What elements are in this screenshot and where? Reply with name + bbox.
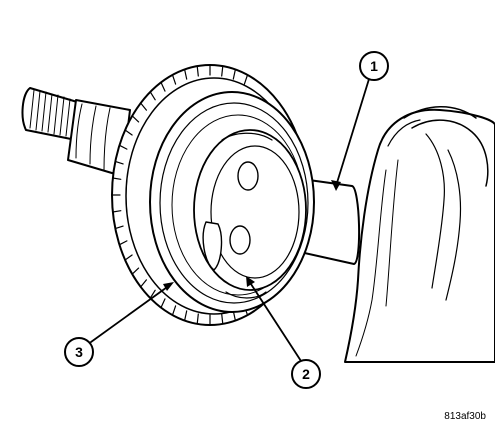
tone-ring-tooth [221,313,224,325]
tone-ring-tooth [149,289,156,299]
cv-ball [237,161,259,191]
tone-ring-tooth [131,115,140,123]
callout-1: 1 [359,51,389,81]
tone-ring-tooth [160,81,166,92]
callout-3-label: 3 [75,344,83,360]
tone-ring-tooth [112,210,122,213]
cv-ball [229,225,251,255]
tone-ring-tooth [232,68,236,80]
callout-1-label: 1 [370,58,378,74]
tone-ring-tooth [160,298,166,309]
tone-ring-tooth [118,144,128,150]
tone-ring-tooth [184,68,188,80]
leader-arrowhead [246,276,255,287]
leader-arrowhead [331,180,341,191]
tone-ring-tooth [118,240,128,246]
tone-ring-tooth [114,225,124,230]
tone-ring-tooth [131,267,140,275]
tone-ring-tooth [149,91,156,101]
tone-ring-tooth [196,313,199,325]
tone-ring-tooth [140,102,147,111]
tone-ring-tooth [114,160,124,165]
tone-ring-tooth [243,74,249,85]
tone-ring-tooth [124,129,133,136]
tone-ring-tooth [184,310,188,322]
callout-2-label: 2 [302,366,310,382]
hub-knuckle [344,106,495,363]
tone-ring-tooth [171,305,177,316]
callout-2: 2 [291,359,321,389]
tone-ring-tooth [221,65,224,77]
tone-ring-tooth [196,65,199,77]
figure-id: 813af30b [444,411,486,422]
tone-ring-tooth [124,254,133,261]
tone-ring-tooth [112,177,122,180]
callout-3: 3 [64,337,94,367]
cv-ball [202,221,223,271]
tone-ring-tooth [171,74,177,85]
tone-ring-tooth [140,279,147,288]
leader-lines [90,78,370,362]
threaded-stub-shaft [21,87,131,177]
inner-race-and-cage [193,129,307,299]
leader-arrowhead [163,282,174,291]
